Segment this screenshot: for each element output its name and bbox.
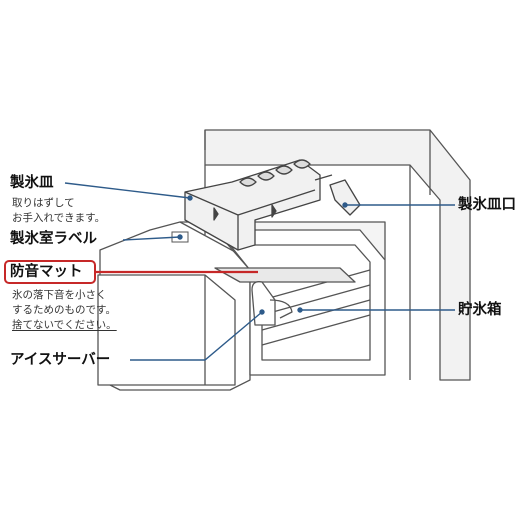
label-ice-room-label: 製氷室ラベル bbox=[10, 231, 97, 247]
label-ice-server: アイスサーバー bbox=[10, 352, 111, 368]
note-soundproof-1: 氷の落下音を小さく bbox=[12, 289, 107, 301]
label-soundproof-mat: 防音マット bbox=[10, 264, 83, 280]
soundproof-mat-highlight bbox=[4, 260, 96, 284]
ice-tray-mouth-drawing bbox=[314, 174, 361, 216]
note-soundproof-2: するためのものです。 bbox=[12, 304, 116, 316]
label-ice-storage-box: 貯氷箱 bbox=[458, 302, 502, 318]
leader-ice-server bbox=[130, 311, 263, 361]
label-ice-tray: 製氷皿 bbox=[10, 175, 54, 191]
ice-tray-drawing bbox=[184, 159, 321, 251]
label-ice-tray-mouth: 製氷皿口 bbox=[458, 197, 516, 213]
leader-ice-tray bbox=[64, 182, 191, 199]
note-ice-tray-1: 取りはずして bbox=[12, 197, 75, 209]
drawer-front-drawing bbox=[97, 274, 236, 386]
note-soundproof-3: 捨てないでください。 bbox=[12, 319, 117, 331]
note-ice-tray-2: お手入れできます。 bbox=[12, 212, 106, 224]
leader-lines bbox=[64, 182, 455, 361]
leader-ice-room-label bbox=[122, 236, 181, 241]
